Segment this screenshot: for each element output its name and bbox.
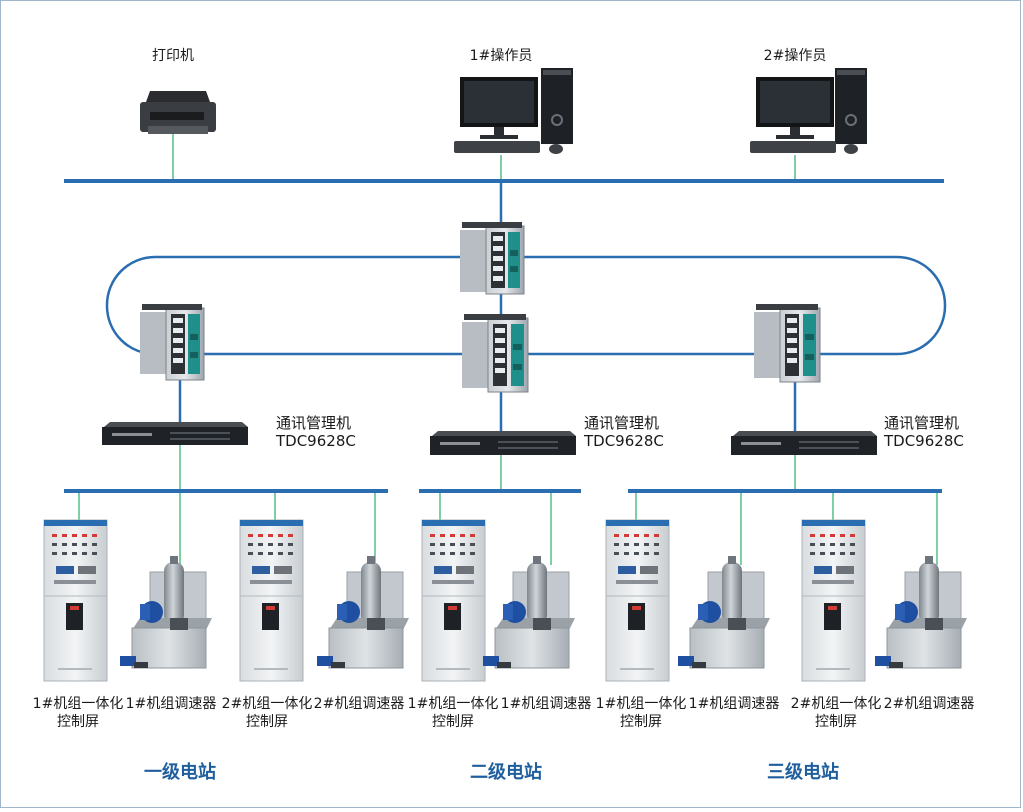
speed-governor-icon (317, 556, 409, 669)
unit-label-1: 1#机组一体化控制屏 (33, 695, 124, 731)
computer-icon-1 (454, 68, 573, 154)
speed-governor-icon (678, 556, 770, 669)
operator2-label: 2#操作员 (763, 48, 827, 64)
station-label-2: 二级电站 (470, 762, 542, 783)
printer-icon (140, 91, 216, 134)
printer-label: 打印机 (152, 48, 194, 64)
computer-icon-2 (750, 68, 867, 154)
control-cabinet-icon (421, 519, 486, 682)
unit-label-line1: 1#机组调速器 (500, 696, 592, 712)
unit-label-3: 2#机组一体化控制屏 (222, 695, 313, 731)
manager1-label: 通讯管理机 TDC9628C (276, 414, 356, 450)
unit-label-line1: 2#机组一体化 (790, 696, 882, 712)
control-cabinet-icon (239, 519, 304, 682)
unit-label-line2: 控制屏 (245, 714, 288, 730)
comm-manager-icon-1 (102, 422, 248, 445)
comm-manager-icon-2 (430, 431, 576, 455)
bus-lines (64, 179, 947, 493)
link-lines (78, 134, 938, 565)
switch-icon-3 (754, 304, 821, 383)
unit-label-10: 2#机组调速器 (884, 695, 975, 713)
unit-label-line2: 控制屏 (619, 714, 662, 730)
unit-label-4: 2#机组调速器 (314, 695, 405, 713)
speed-governor-icon (483, 556, 575, 669)
manager2-model: TDC9628C (584, 432, 664, 450)
manager2-label: 通讯管理机 TDC9628C (584, 414, 664, 450)
control-cabinet-icon (801, 519, 866, 682)
station-label-1: 一级电站 (144, 762, 216, 783)
manager1-name: 通讯管理机 (276, 414, 352, 432)
unit-label-6: 1#机组调速器 (501, 695, 592, 713)
unit-label-8: 1#机组调速器 (689, 695, 780, 713)
manager3-model: TDC9628C (884, 432, 964, 450)
speed-governor-icon (875, 556, 967, 669)
unit-label-5: 1#机组一体化控制屏 (408, 695, 499, 731)
comm-manager-icon-3 (731, 431, 877, 455)
unit-label-line1: 2#机组调速器 (883, 696, 975, 712)
speed-governors (120, 556, 967, 669)
switch-icon-1 (140, 304, 205, 381)
switch-icon-core (460, 222, 525, 295)
unit-label-7: 1#机组一体化控制屏 (596, 695, 687, 731)
unit-label-line1: 1#机组调速器 (688, 696, 780, 712)
speed-governor-icon (120, 556, 212, 669)
unit-label-line1: 1#机组一体化 (407, 696, 499, 712)
unit-label-9: 2#机组一体化控制屏 (791, 695, 882, 731)
unit-label-line1: 1#机组一体化 (595, 696, 687, 712)
switch-icon-2 (462, 314, 529, 393)
manager2-name: 通讯管理机 (584, 414, 660, 432)
unit-label-2: 1#机组调速器 (126, 695, 217, 713)
unit-label-line2: 控制屏 (56, 714, 99, 730)
operator1-label: 1#操作员 (469, 48, 533, 64)
unit-label-line2: 控制屏 (431, 714, 474, 730)
control-cabinet-icon (605, 519, 670, 682)
unit-label-line1: 1#机组一体化 (32, 696, 124, 712)
unit-label-line2: 控制屏 (814, 714, 857, 730)
unit-label-line1: 2#机组一体化 (221, 696, 313, 712)
unit-label-line1: 2#机组调速器 (313, 696, 405, 712)
manager1-model: TDC9628C (276, 432, 356, 450)
control-cabinet-icon (43, 519, 108, 682)
unit-label-line1: 1#机组调速器 (125, 696, 217, 712)
station-label-3: 三级电站 (767, 762, 839, 783)
manager3-name: 通讯管理机 (884, 414, 960, 432)
control-cabinets (43, 519, 866, 682)
manager3-label: 通讯管理机 TDC9628C (884, 414, 964, 450)
